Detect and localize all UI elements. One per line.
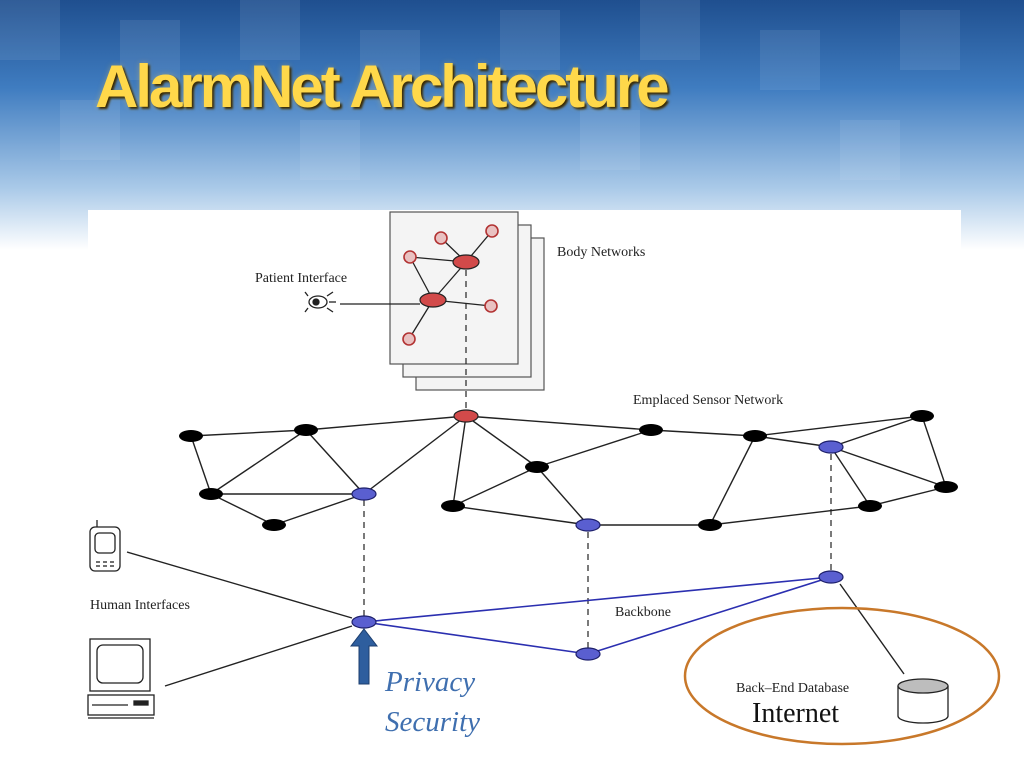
body-network-sheets [389, 211, 545, 391]
sensor-node [179, 430, 203, 442]
body-sensor-node [434, 231, 448, 245]
backbone-node [818, 570, 844, 584]
backbone-nodes [351, 440, 844, 661]
security-label: Security [385, 706, 480, 738]
back-end-database-label: Back–End Database [736, 681, 849, 696]
privacy-label: Privacy [384, 666, 475, 698]
body-sensor-node [403, 250, 417, 264]
sensor-node [262, 519, 286, 531]
body-sensor-node [402, 332, 416, 346]
body-sensor-node [484, 299, 498, 313]
sensor-nodes [179, 410, 958, 531]
sensor-node [934, 481, 958, 493]
sensor-node [910, 410, 934, 422]
slide-title: AlarmNet Architecture [95, 53, 670, 120]
sensor-node [698, 519, 722, 531]
backbone-label: Backbone [615, 605, 671, 620]
backbone-links [363, 576, 832, 655]
gateway-node [575, 518, 601, 532]
sensor-node [294, 424, 318, 436]
body-sensor-node [485, 224, 499, 238]
sensor-node [858, 500, 882, 512]
sensor-node [199, 488, 223, 500]
gateway-node [351, 487, 377, 501]
sensor-node [441, 500, 465, 512]
human-interface-links [126, 551, 353, 687]
database-link [839, 583, 905, 675]
arrow-up-icon [349, 628, 379, 685]
gateway-dashed-links [363, 270, 832, 648]
backbone-node [575, 647, 601, 661]
database-cylinder-icon [897, 678, 949, 724]
sensor-network-links [190, 415, 947, 526]
mobile-phone-icon [89, 520, 121, 572]
eye-sensor-icon [304, 291, 336, 313]
body-network-nodes [402, 224, 499, 346]
sensor-node [743, 430, 767, 442]
sensor-node [525, 461, 549, 473]
emplaced-sensor-network-label: Emplaced Sensor Network [633, 393, 783, 408]
body-hub-node [452, 254, 480, 270]
backbone-node [351, 615, 377, 629]
computer-monitor-icon [87, 638, 155, 719]
body-hub-node [419, 292, 447, 308]
body-gateway-node [453, 409, 479, 423]
human-interfaces-label: Human Interfaces [90, 598, 190, 613]
gateway-node [818, 440, 844, 454]
patient-interface-label: Patient Interface [255, 271, 347, 286]
sensor-node [639, 424, 663, 436]
internet-label: Internet [752, 698, 839, 729]
internet-boundary [683, 606, 1001, 746]
body-networks-label: Body Networks [557, 245, 645, 260]
